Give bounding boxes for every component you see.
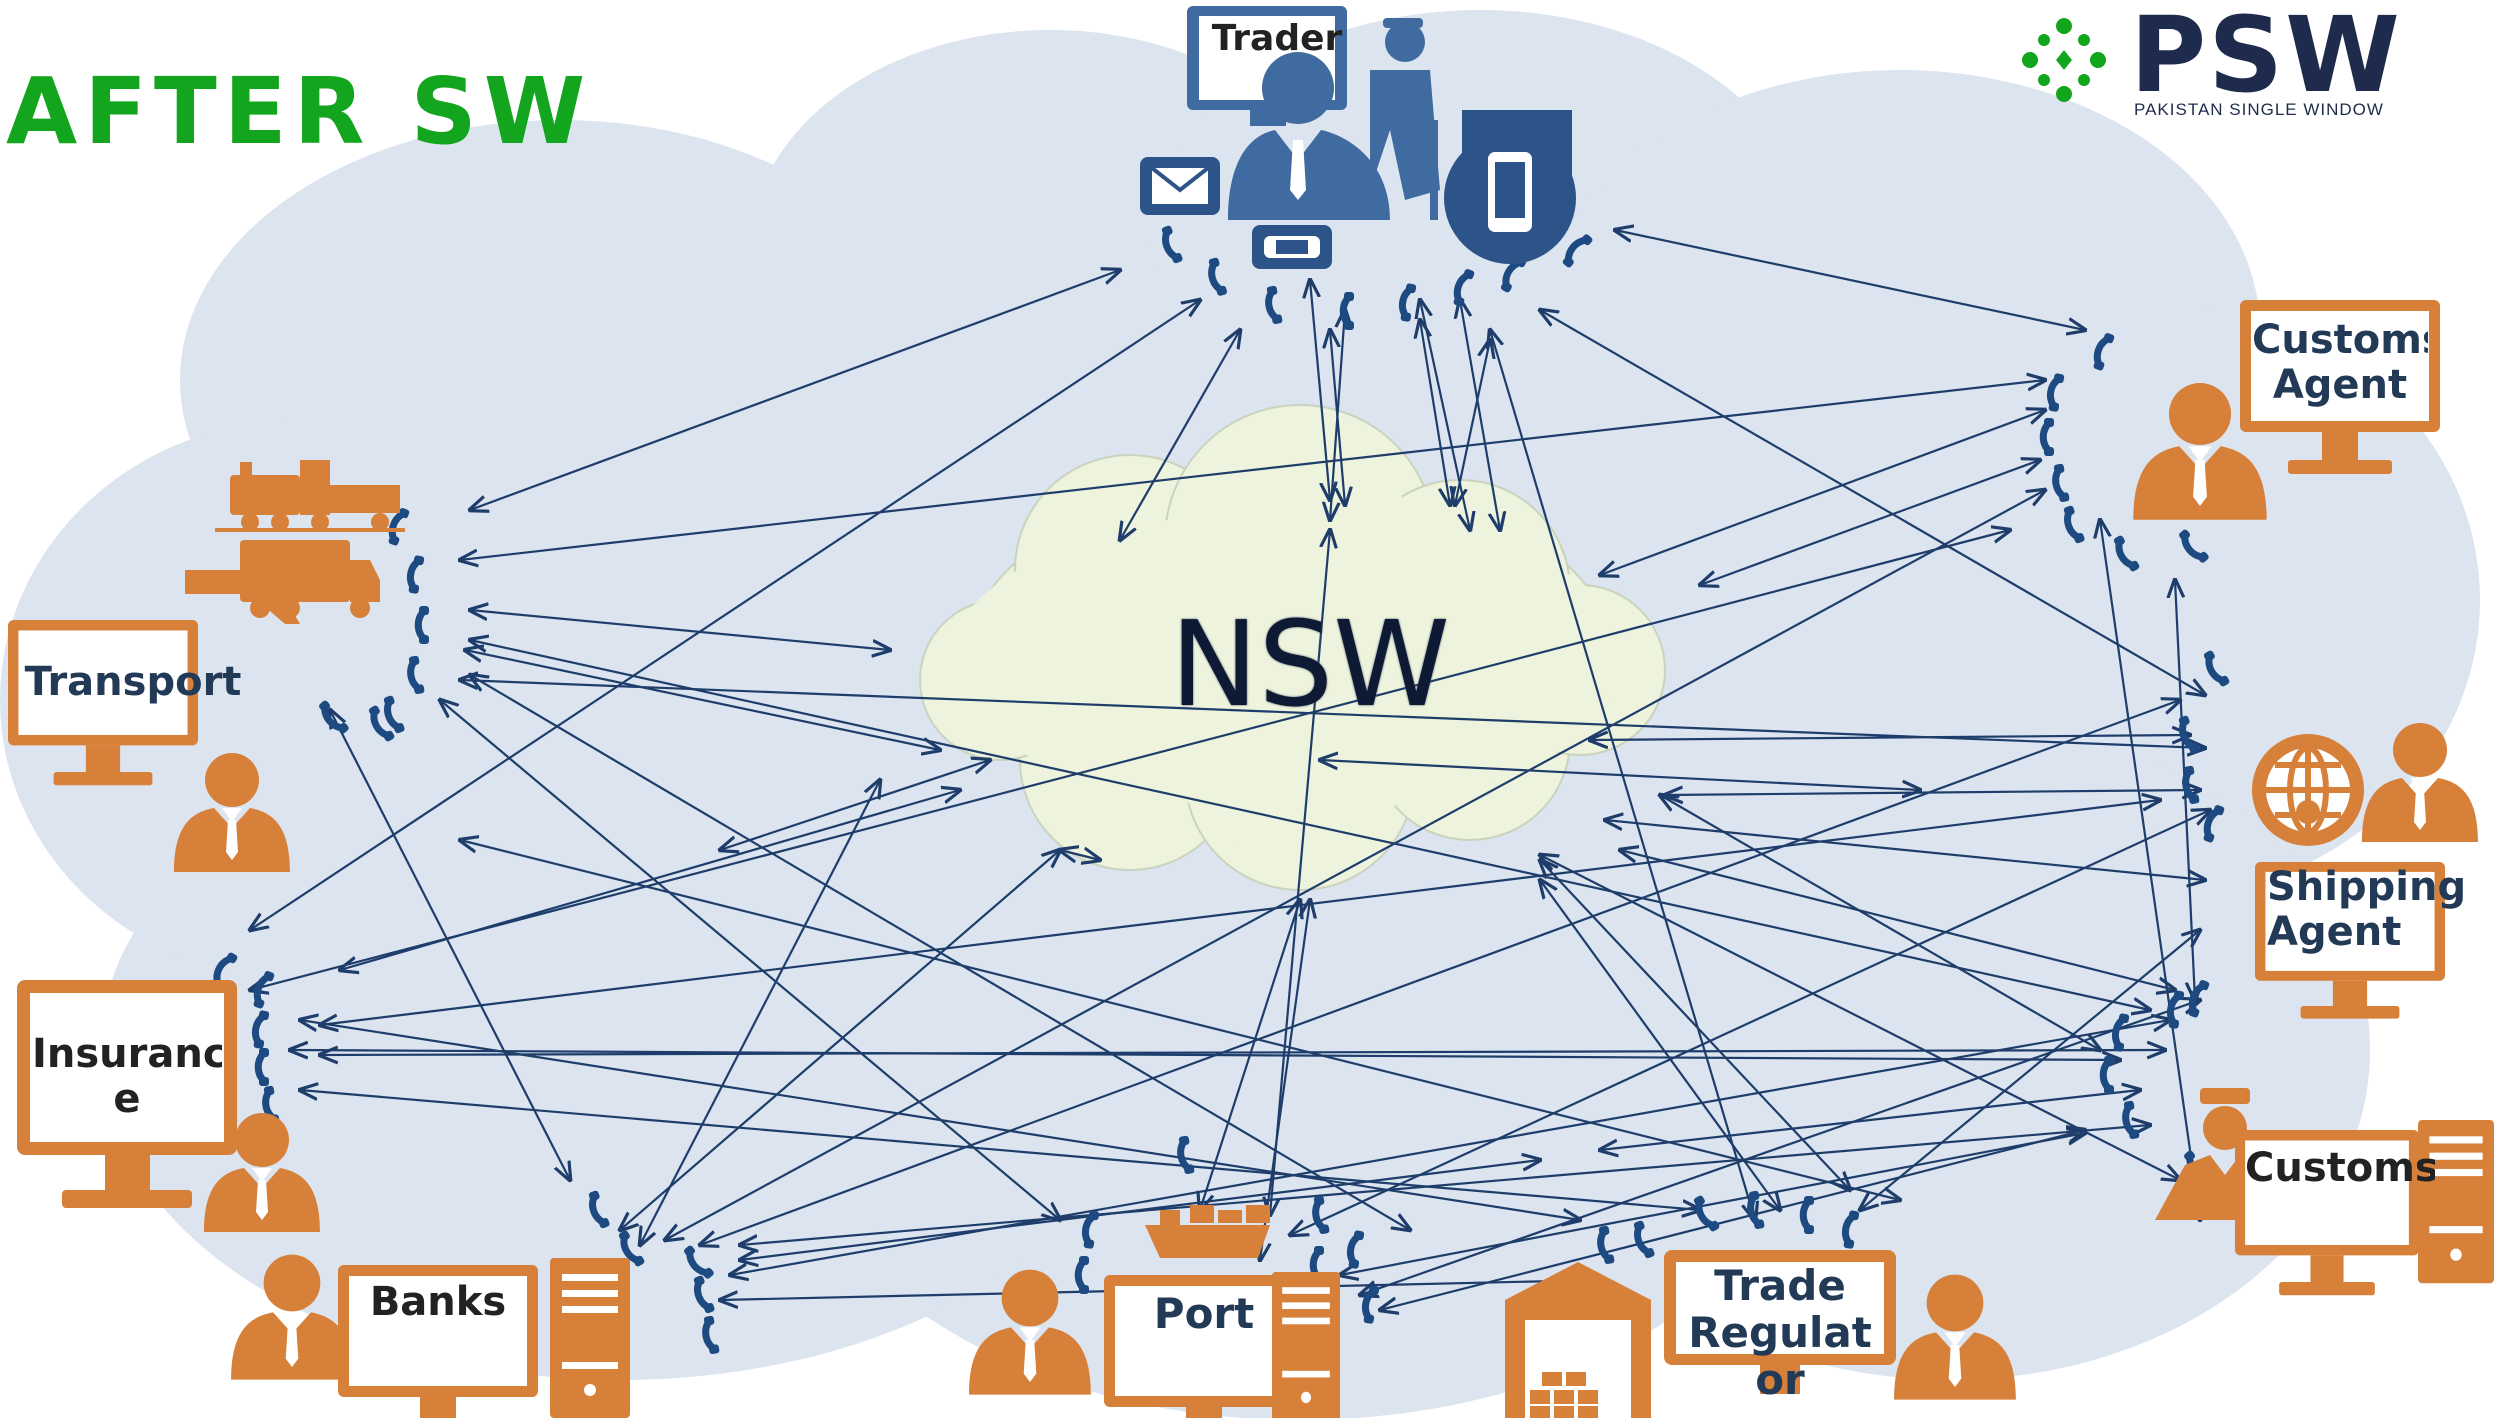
- trader-label: Trader: [1212, 18, 1343, 59]
- connection-arrow: [620, 850, 1060, 1230]
- port-node: [969, 1205, 1340, 1423]
- brand-name: PSW: [2130, 0, 2402, 116]
- cargo-ship-icon: [1145, 1205, 1270, 1258]
- nsw-label: NSW: [1170, 595, 1450, 733]
- telephone-icon: [1252, 225, 1332, 269]
- globe-icon: [2252, 734, 2364, 846]
- connection-arrow: [1615, 230, 2085, 330]
- truck-icon: [240, 540, 380, 618]
- train-icon: [215, 460, 405, 532]
- connection-arrow: [465, 650, 940, 750]
- connection-arrow: [1320, 760, 1920, 790]
- trade-regulator-label: Trade Regulat or: [1688, 1261, 1872, 1405]
- mobile-phone-icon: [1444, 132, 1576, 264]
- connection-arrows: [250, 230, 2210, 1310]
- customs-node: [2155, 1088, 2494, 1296]
- insurance-label: Insuranc e: [32, 1032, 222, 1122]
- connection-arrow: [1060, 850, 1100, 860]
- customs-agent-label: Customs Agent: [2252, 318, 2428, 408]
- connection-arrow: [1540, 880, 1780, 1210]
- transport-label: Transport: [24, 660, 242, 705]
- transport-node: [8, 460, 405, 872]
- shipping-agent-node: [2252, 723, 2478, 1019]
- connection-arrow: [1590, 735, 2190, 740]
- connection-arrow: [1605, 820, 2205, 880]
- customs-label: Customs: [2245, 1146, 2435, 1191]
- trader-node: [1140, 6, 1576, 269]
- shipping-agent-label: Shipping Agent: [2267, 865, 2467, 955]
- connection-arrow: [470, 610, 890, 650]
- insurance-node: [17, 980, 320, 1232]
- email-icon: [1140, 157, 1220, 215]
- psw-logo-icon: [2022, 18, 2106, 102]
- connection-arrow: [1380, 1130, 2085, 1310]
- banks-label: Banks: [369, 1280, 507, 1325]
- port-label: Port: [1153, 1290, 1255, 1338]
- headline: AFTER SW: [6, 58, 593, 165]
- businessman-icon: [1228, 52, 1390, 220]
- brand-subtitle: PAKISTAN SINGLE WINDOW: [2134, 100, 2384, 119]
- psw-logo: PSW PAKISTAN SINGLE WINDOW: [2010, 0, 2490, 130]
- trade-regulator-node: [1505, 1250, 2016, 1420]
- warehouse-icon: [1505, 1262, 1651, 1420]
